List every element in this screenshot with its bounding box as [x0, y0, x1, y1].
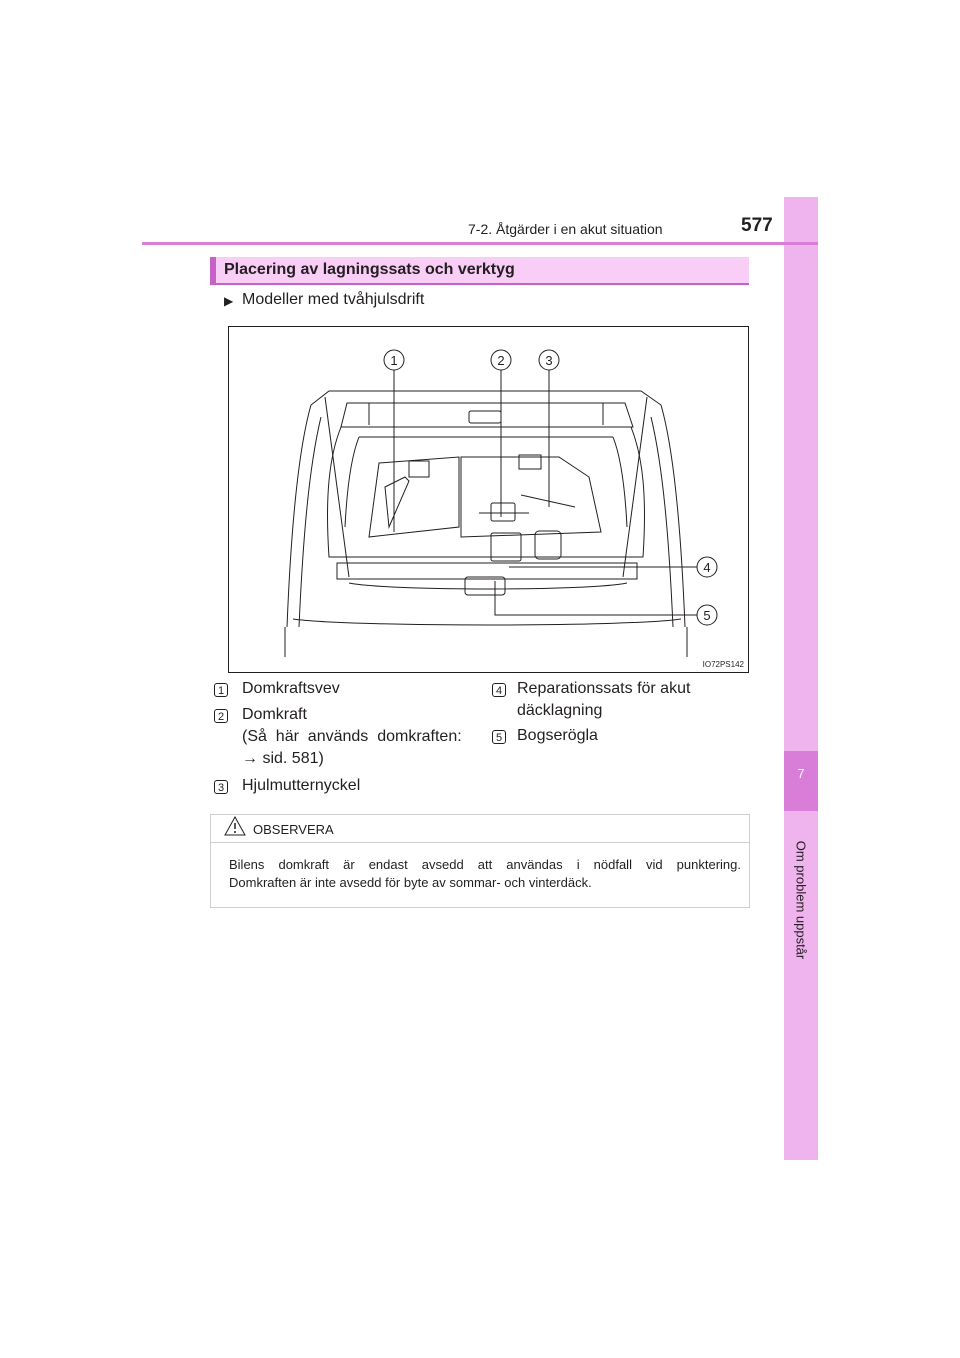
section-heading-box	[210, 257, 749, 285]
item-number-badge: 4	[492, 683, 506, 697]
header-divider	[142, 242, 818, 245]
callout-2: 2	[497, 353, 504, 368]
chapter-label: Om problem uppstår	[793, 840, 809, 960]
item-label: Domkraftsvev	[242, 680, 340, 697]
item-label: Reparationssats för akut	[517, 680, 691, 697]
item-number-badge: 1	[214, 683, 228, 697]
figure-code: IO72PS142	[702, 660, 744, 669]
warning-triangle-icon	[224, 816, 246, 836]
item-label: Hjulmutternyckel	[242, 777, 361, 794]
section-heading: Placering av lagningssats och verktyg	[224, 261, 515, 278]
item-number-badge: 5	[492, 730, 506, 744]
chapter-side-tab	[784, 197, 818, 1160]
callout-3: 3	[545, 353, 552, 368]
item-number-badge: 2	[214, 709, 228, 723]
running-header-title: 7-2. Åtgärder i en akut situation	[468, 221, 663, 237]
notice-text-line-2: Domkraften är inte avsedd för byte av so…	[229, 875, 592, 890]
trunk-drawing: 1 2 3 4 5	[284, 349, 718, 657]
page-reference: → sid. 581)	[242, 750, 324, 767]
sub-heading: Modeller med tvåhjulsdrift	[242, 291, 425, 308]
callout-1: 1	[390, 353, 397, 368]
page-number: 577	[741, 215, 773, 236]
notice-box	[210, 814, 750, 908]
chapter-number: 7	[797, 766, 805, 781]
chapter-number-box	[784, 751, 818, 811]
callout-5: 5	[703, 608, 710, 623]
item-description: (Så här används domkraften:	[242, 728, 462, 745]
section-heading-accent	[210, 257, 216, 285]
item-number-badge: 3	[214, 780, 228, 794]
item-label: Bogserögla	[517, 727, 598, 744]
notice-divider	[210, 842, 750, 843]
callout-4: 4	[703, 560, 710, 575]
notice-title: OBSERVERA	[253, 822, 334, 837]
triangle-bullet-icon: ▶	[224, 294, 234, 308]
trunk-illustration: 1 2 3 4 5 IO72PS142	[228, 326, 749, 673]
item-label: Domkraft	[242, 706, 307, 723]
item-label-cont: däcklagning	[517, 702, 603, 719]
notice-text-line-1: Bilens domkraft är endast avsedd att anv…	[229, 857, 741, 872]
